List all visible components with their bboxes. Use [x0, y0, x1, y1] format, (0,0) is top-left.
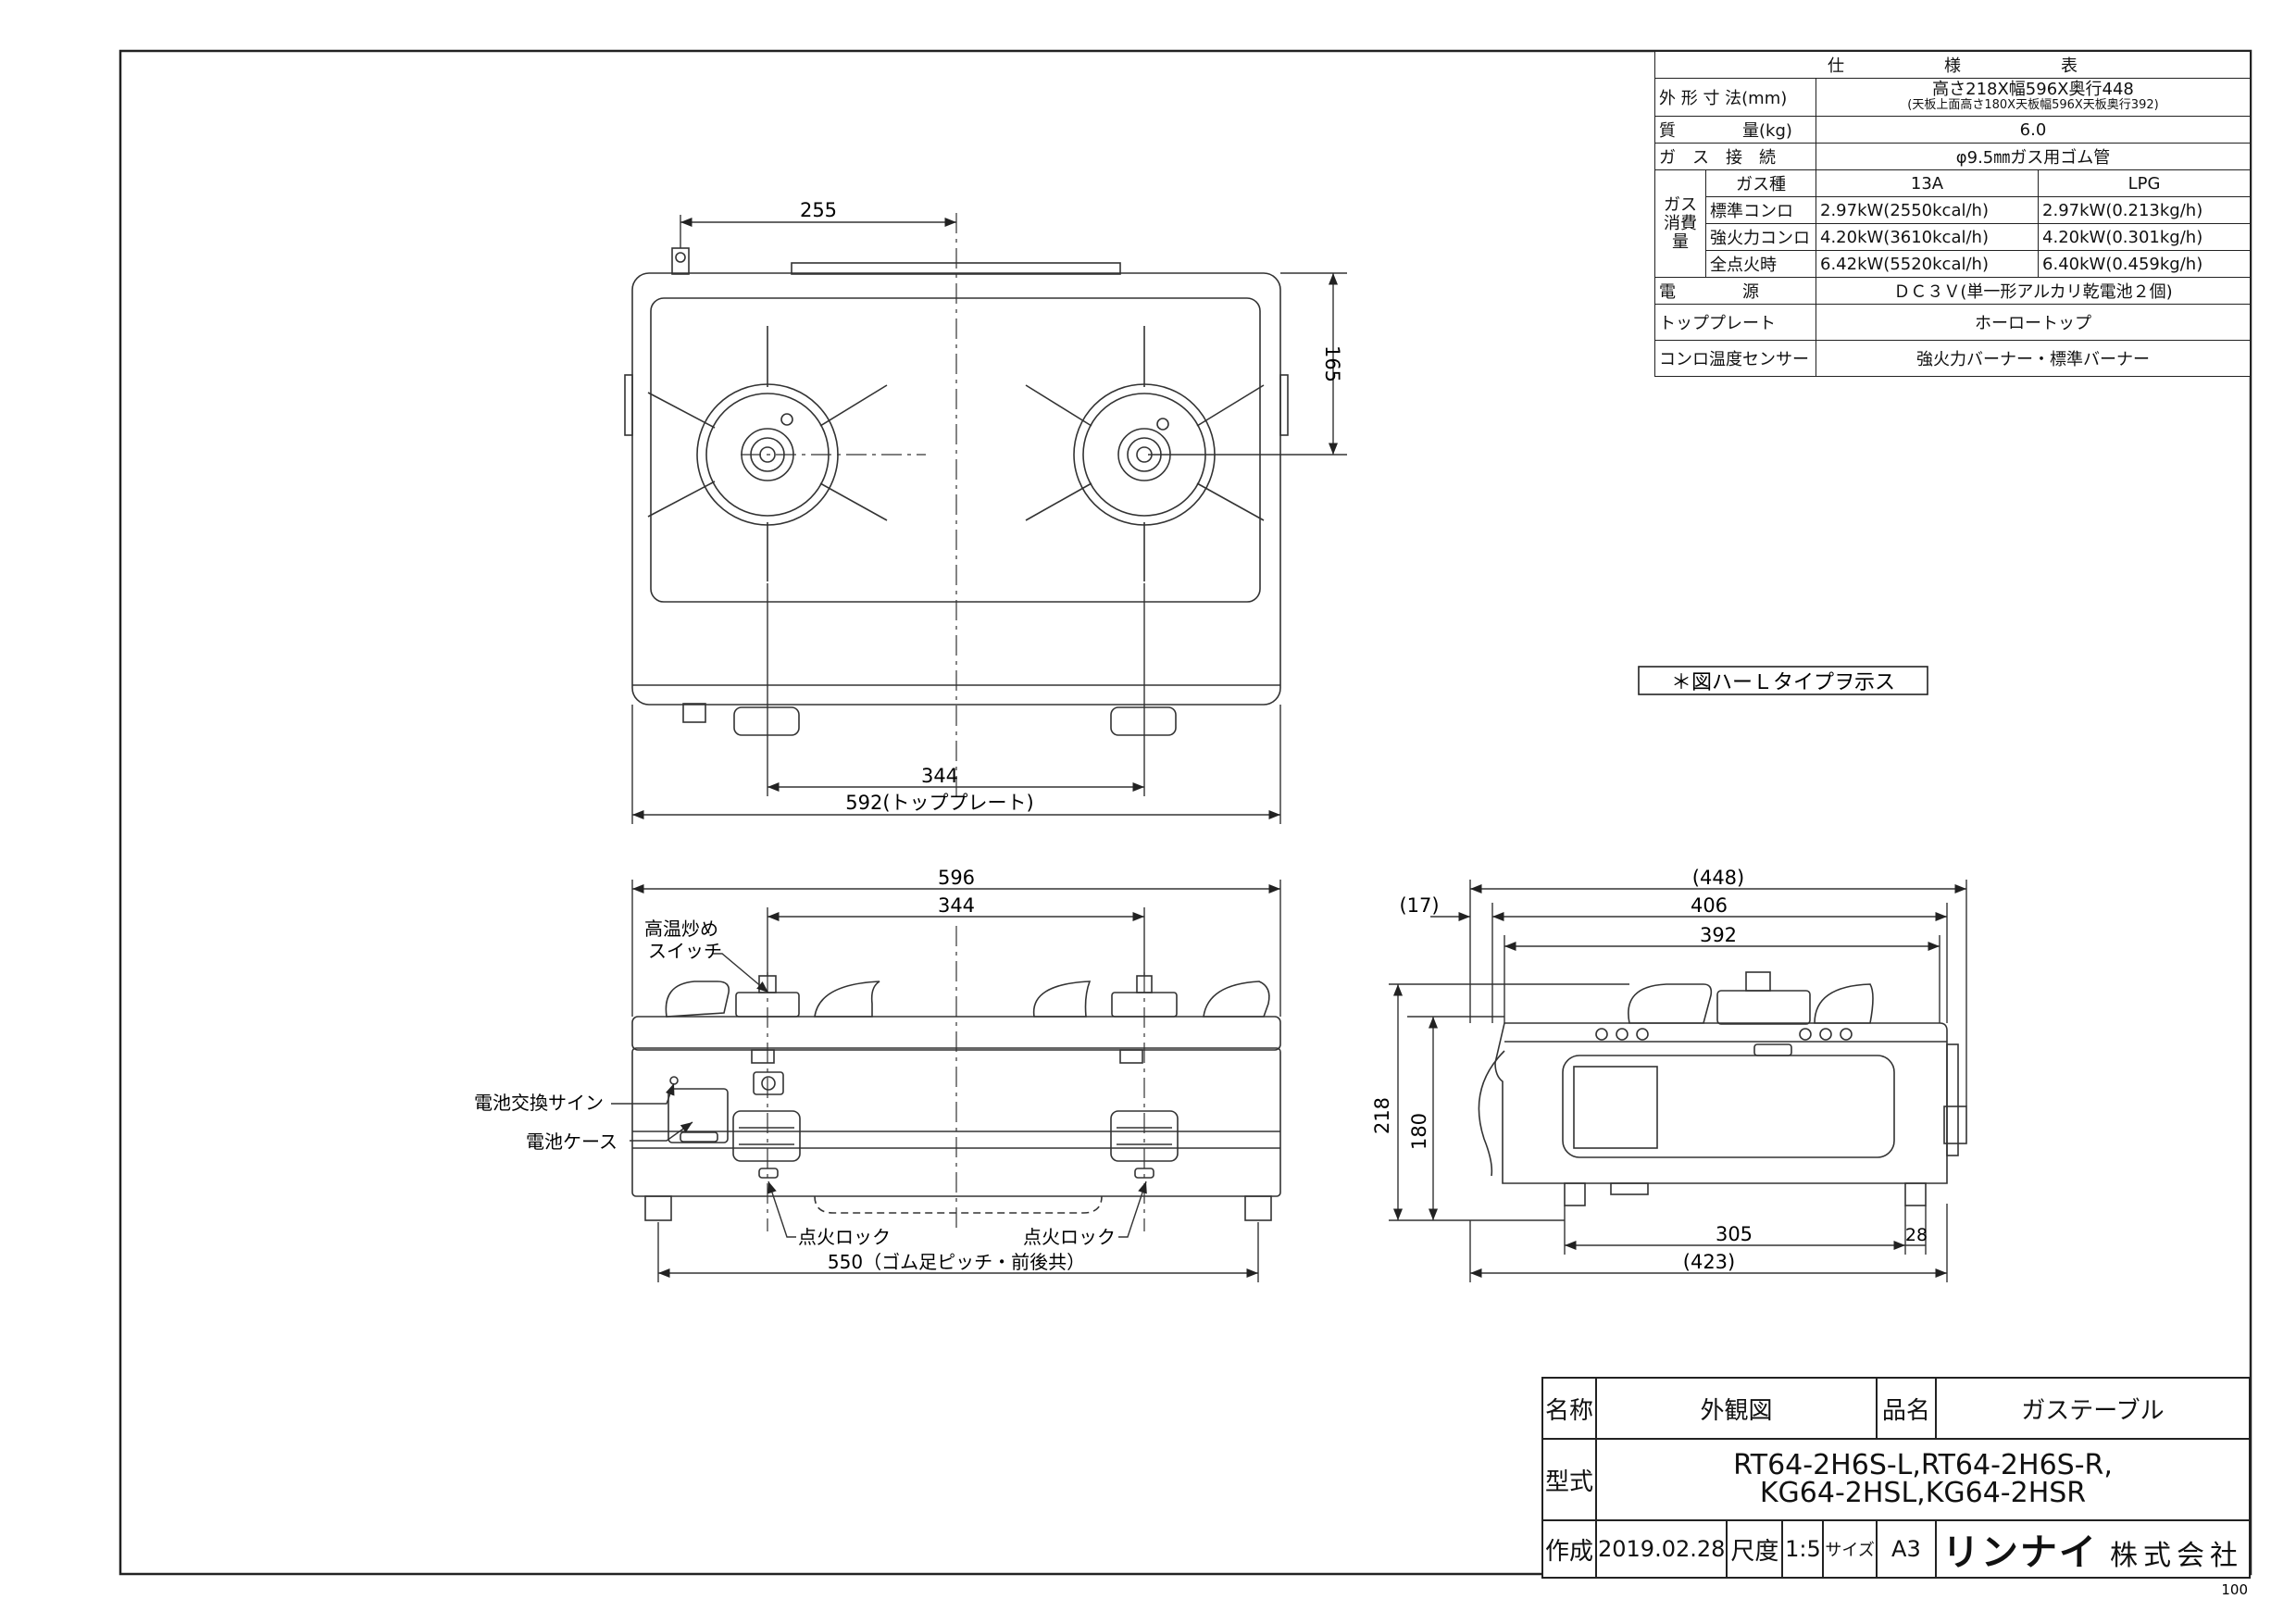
title-model-label: 型式 — [1541, 1438, 1597, 1521]
spec-std-lpg: 2.97kW(0.213kg/h) — [2038, 196, 2251, 224]
label-lock-left: 点火ロック — [798, 1226, 891, 1248]
spec-size-value: 高さ218X幅596X奥行448 — [1932, 80, 2134, 99]
side-view-dimensions — [1389, 880, 1967, 1282]
side-body-outline — [1494, 1022, 1948, 1184]
title-name-value: 外観図 — [1595, 1377, 1878, 1440]
spec-sensor-value: 強火力バーナー・標準バーナー — [1816, 340, 2251, 377]
spec-gas-conn-value: φ9.5㎜ガス用ゴム管 — [1816, 143, 2251, 170]
label-battery-sign: 電池交換サイン — [474, 1092, 604, 1114]
label-lock-right: 点火ロック — [1023, 1226, 1116, 1248]
label-switch-line2: スイッチ — [648, 940, 722, 962]
dim-28: 28 — [1905, 1225, 1928, 1245]
burner-left — [647, 326, 888, 581]
spec-mass-label: 質 量(kg) — [1654, 116, 1816, 144]
title-date-value: 2019.02.28 — [1594, 1519, 1728, 1579]
spec-strong-13a: 4.20kW(3610kcal/h) — [1815, 223, 2040, 251]
title-model-line2: KG64-2HSL,KG64-2HSR — [1759, 1477, 2087, 1509]
top-plate-outline — [631, 272, 1281, 706]
burner-right — [1025, 326, 1265, 581]
front-foot-left — [644, 1195, 672, 1221]
dim-344-front: 344 — [938, 894, 975, 917]
battery-case — [668, 1088, 729, 1143]
corner-mark: 100 — [2221, 1581, 2248, 1598]
spec-power-value: ＤＣ３Ｖ(単一形アルカリ乾電池２個) — [1816, 277, 2251, 305]
dim-596: 596 — [938, 867, 975, 889]
dim-550: 550（ゴム足ピッチ・前後共） — [828, 1251, 1085, 1273]
dim-592: 592(トッププレート) — [845, 792, 1033, 814]
spec-gas-conn-label: ガ ス 接 続 — [1654, 143, 1816, 170]
spec-power-label: 電 源 — [1654, 277, 1816, 305]
dim-165: 165 — [1321, 345, 1343, 382]
title-scale-label: 尺度 — [1726, 1519, 1784, 1579]
dim-218: 218 — [1371, 1097, 1393, 1134]
front-knob-left — [732, 1110, 801, 1162]
side-foot-front — [1904, 1182, 1927, 1206]
dim-255: 255 — [800, 199, 837, 221]
title-company: リンナイ 株式会社 — [1934, 1519, 2252, 1579]
spec-gas-13a: 13A — [1815, 169, 2040, 197]
spec-strong-lpg: 4.20kW(0.301kg/h) — [2038, 223, 2251, 251]
spec-mass-value: 6.0 — [1816, 116, 2251, 144]
spec-all-label: 全点火時 — [1705, 250, 1816, 278]
dim-344-top: 344 — [921, 765, 958, 787]
company-suffix: 株式会社 — [2109, 1540, 2243, 1572]
spec-std-13a: 2.97kW(2550kcal/h) — [1815, 196, 2040, 224]
title-model-cell: RT64-2H6S-L,RT64-2H6S-R, KG64-2HSL,KG64-… — [1595, 1438, 2251, 1521]
title-size-label: サイズ — [1822, 1519, 1878, 1579]
battery-sign-lamp — [669, 1076, 679, 1085]
high-temp-switch — [753, 1071, 784, 1095]
top-view — [624, 213, 1289, 796]
dim-448: (448) — [1692, 867, 1744, 889]
spec-header: 仕 様 表 — [1654, 51, 2251, 79]
drawing-frame — [119, 49, 2252, 1576]
dim-406: 406 — [1691, 894, 1728, 917]
spec-sensor-label: コンロ温度センサー — [1654, 340, 1816, 377]
front-view — [631, 926, 1281, 1231]
front-view-dimensions — [611, 880, 1281, 1282]
spec-consumption-label: ガス消費量 — [1654, 169, 1706, 278]
note-box — [1638, 666, 1928, 695]
title-date-label: 作成 — [1541, 1519, 1597, 1579]
spec-size-cell: 高さ218X幅596X奥行448 (天板上面高さ180X天板幅596X天板奥行3… — [1816, 78, 2251, 117]
spec-gas-type-label: ガス種 — [1705, 169, 1816, 197]
side-burner — [1716, 990, 1811, 1025]
spec-std-label: 標準コンロ — [1705, 196, 1816, 224]
spec-table: 仕 様 表 外 形 寸 法(mm) 高さ218X幅596X奥行448 (天板上面… — [1654, 51, 2251, 377]
title-product-value: ガステーブル — [1934, 1377, 2252, 1440]
title-scale-value: 1:5 — [1781, 1519, 1825, 1579]
dim-423: (423) — [1683, 1251, 1735, 1273]
spec-size-sub: (天板上面高さ180X天板幅596X天板奥行392) — [1907, 98, 2159, 112]
spec-topplate-value: ホーロートップ — [1816, 304, 2251, 341]
title-name-label: 名称 — [1541, 1377, 1597, 1440]
dim-392: 392 — [1700, 924, 1737, 946]
side-view — [1478, 971, 1967, 1206]
spec-strong-label: 強火力コンロ — [1705, 223, 1816, 251]
dim-305: 305 — [1716, 1223, 1753, 1245]
spec-topplate-label: トッププレート — [1654, 304, 1816, 341]
spec-all-13a: 6.42kW(5520kcal/h) — [1815, 250, 2040, 278]
label-switch-line1: 高温炒め — [644, 918, 718, 940]
title-model-line1: RT64-2H6S-L,RT64-2H6S-R, — [1733, 1449, 2113, 1481]
title-size-value: A3 — [1875, 1519, 1937, 1579]
dim-17: (17) — [1399, 894, 1439, 917]
title-product-label: 品名 — [1875, 1377, 1937, 1440]
top-view-dimensions — [631, 215, 1347, 824]
knob-left-top — [733, 706, 800, 736]
title-block: 名称 外観図 品名 ガステーブル 型式 RT64-2H6S-L,RT64-2H6… — [1541, 1377, 2252, 1579]
knob-right-top — [1110, 706, 1177, 736]
dim-180: 180 — [1408, 1113, 1430, 1150]
company-logo: リンナイ — [1941, 1531, 2098, 1574]
spec-size-label: 外 形 寸 法(mm) — [1654, 78, 1816, 117]
note-text: ＊図ハーＬタイプヲ示ス — [1671, 671, 1895, 694]
label-battery-case: 電池ケース — [526, 1131, 618, 1153]
spec-gas-lpg: LPG — [2038, 169, 2251, 197]
side-foot-rear — [1564, 1182, 1586, 1206]
spec-all-lpg: 6.40kW(0.459kg/h) — [2038, 250, 2251, 278]
front-foot-right — [1244, 1195, 1272, 1221]
